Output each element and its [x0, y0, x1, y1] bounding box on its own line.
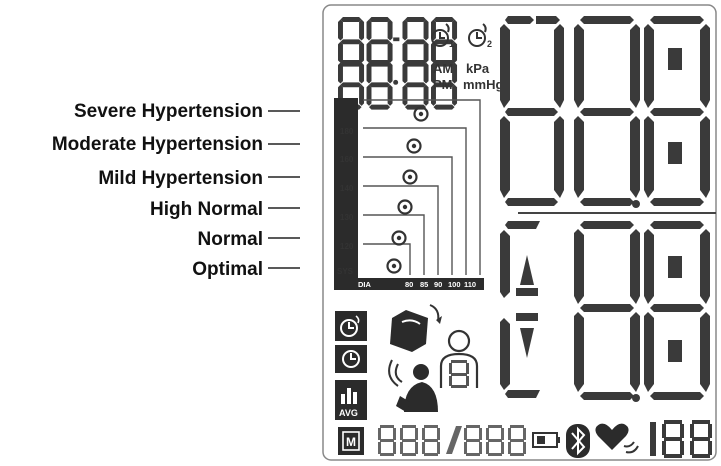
label-normal: Normal [198, 229, 263, 250]
label-moderate-hypertension: Moderate Hypertension [52, 134, 263, 155]
dia-label: DIA [358, 280, 372, 289]
clock-icon [335, 345, 367, 373]
svg-text:AVG: AVG [339, 408, 358, 418]
label-high-normal: High Normal [150, 199, 263, 220]
pm-indicator: PM [433, 77, 453, 92]
dia-tick: 100 [448, 280, 461, 289]
sys-tick: 120 [340, 242, 354, 251]
bluetooth-icon [566, 424, 590, 458]
dia-tick: 85 [420, 280, 428, 289]
svg-text:1: 1 [449, 39, 454, 49]
am-indicator: AM [433, 61, 453, 76]
svg-text:2: 2 [487, 39, 492, 49]
sys-label: SYS [337, 267, 354, 276]
alarm-timer-icon [335, 311, 367, 341]
label-mild-hypertension: Mild Hypertension [98, 168, 263, 189]
dia-tick: 110 [464, 280, 476, 289]
svg-text:M: M [346, 435, 356, 449]
memory-icon: M [338, 427, 364, 455]
average-icon: AVG [335, 380, 367, 420]
sys-tick: 180 [340, 127, 354, 136]
label-severe-hypertension: Severe Hypertension [74, 101, 263, 122]
category-labels: Severe Hypertension Moderate Hypertensio… [52, 101, 300, 280]
label-optimal: Optimal [192, 259, 263, 280]
dia-tick: 90 [434, 280, 442, 289]
dia-tick: 80 [405, 280, 413, 289]
sys-tick: 140 [340, 184, 354, 193]
sys-tick: 160 [340, 155, 354, 164]
mmhg-unit: mmHg [463, 77, 504, 92]
kpa-unit: kPa [466, 61, 490, 76]
sys-tick: 130 [340, 213, 354, 222]
